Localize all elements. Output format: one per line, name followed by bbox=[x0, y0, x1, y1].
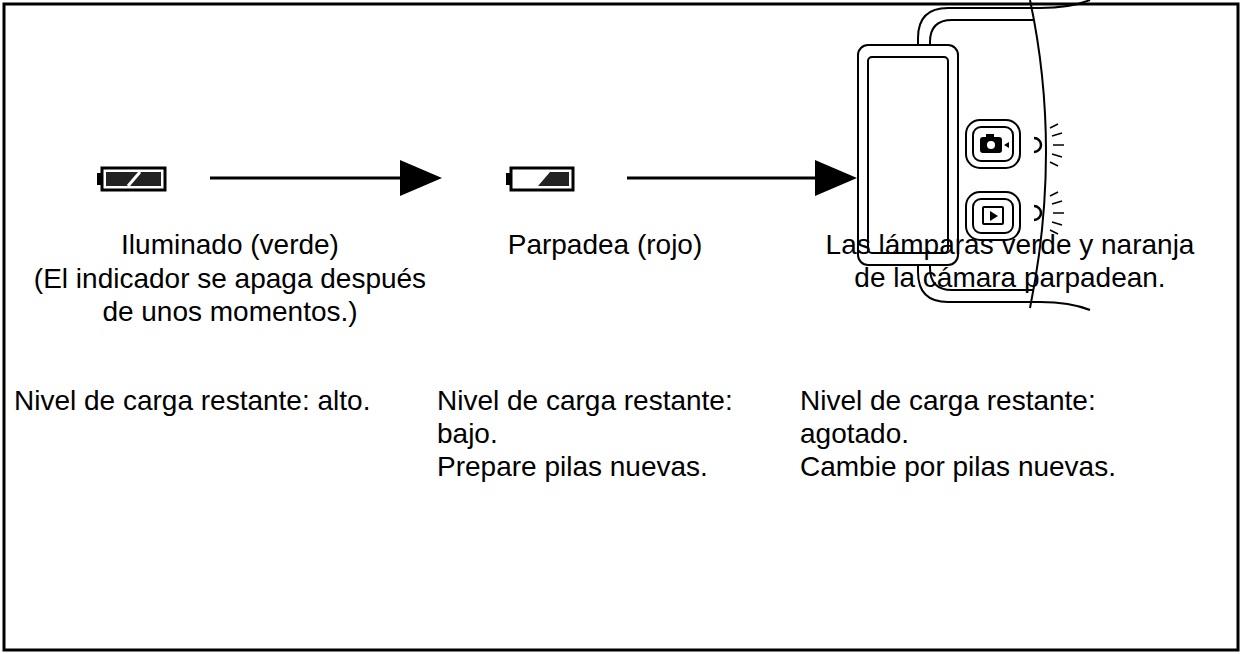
transition-arrow bbox=[627, 160, 857, 196]
charge-level-label: Nivel de carga restante: agotado. bbox=[800, 384, 1140, 450]
frame-border bbox=[4, 4, 1238, 650]
instruction-note: Prepare pilas nuevas. bbox=[437, 450, 777, 483]
status-label: Iluminado (verde) bbox=[25, 228, 435, 261]
charge-level-label: Nivel de carga restante: alto. bbox=[14, 384, 414, 417]
status-label: Las lámparas verde y naranja de la cámar… bbox=[815, 228, 1205, 294]
transition-arrow bbox=[210, 160, 442, 196]
battery-full-icon bbox=[97, 168, 165, 190]
status-label: Parpadea (rojo) bbox=[435, 228, 775, 261]
battery-low-icon bbox=[506, 168, 573, 190]
status-note: (El indicador se apaga después de unos m… bbox=[25, 262, 435, 328]
charge-level-label: Nivel de carga restante: bajo. bbox=[437, 384, 777, 450]
instruction-note: Cambie por pilas nuevas. bbox=[800, 450, 1140, 483]
